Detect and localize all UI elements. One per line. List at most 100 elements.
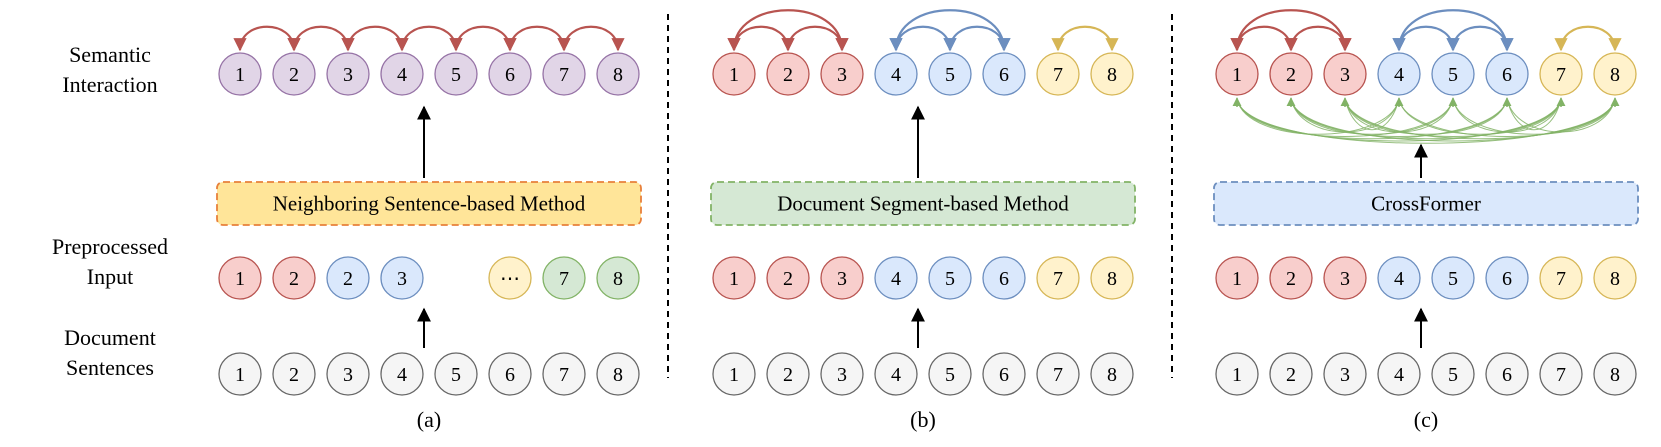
node-circle: [272, 256, 316, 300]
method-box: [216, 181, 642, 226]
document-node: 7: [542, 352, 586, 396]
interaction-arc: [727, 25, 795, 52]
node-circle: [1539, 52, 1583, 96]
node-label: 3: [837, 364, 847, 386]
node-label: 6: [505, 64, 515, 86]
document-node: 1: [712, 352, 756, 396]
document-node: 1: [218, 352, 262, 396]
node-circle: [1090, 52, 1134, 96]
node-circle: [1090, 256, 1134, 300]
node-circle: [326, 352, 370, 396]
interaction-arc: [287, 25, 355, 52]
node-circle: [1323, 352, 1367, 396]
node-circle: [1593, 256, 1637, 300]
panel-caption: (a): [417, 407, 441, 432]
semantic-node: 6: [488, 52, 532, 96]
node-label: 5: [1448, 364, 1458, 386]
node-label: 3: [343, 364, 353, 386]
semantic-node: 8: [1593, 52, 1637, 96]
node-label: 8: [1107, 268, 1117, 290]
document-node: 6: [982, 352, 1026, 396]
document-node: 3: [820, 352, 864, 396]
node-circle: [928, 52, 972, 96]
node-circle: [1377, 52, 1421, 96]
node-label: 5: [945, 64, 955, 86]
node-circle: [1485, 256, 1529, 300]
node-circle: [820, 256, 864, 300]
semantic-node: 3: [326, 52, 370, 96]
interaction-arc: [1392, 25, 1460, 52]
node-circle: [434, 352, 478, 396]
document-node: 7: [1539, 352, 1583, 396]
node-label: 1: [235, 364, 245, 386]
semantic-node: 2: [766, 52, 810, 96]
document-node: 2: [1269, 352, 1313, 396]
semantic-node: 5: [928, 52, 972, 96]
preprocessed-node: 2: [272, 256, 316, 300]
cross-link: [1290, 98, 1616, 142]
row-label-semantic-interaction: Semantic Interaction: [62, 42, 157, 97]
document-node: 6: [488, 352, 532, 396]
node-label: 1: [729, 364, 739, 386]
node-label: 4: [891, 64, 901, 86]
row-label-line: Document: [64, 325, 156, 350]
node-circle: [766, 256, 810, 300]
node-label: 3: [343, 64, 353, 86]
node-circle: [1215, 52, 1259, 96]
node-circle: [1215, 352, 1259, 396]
document-node: 3: [1323, 352, 1367, 396]
interaction-arc: [341, 25, 409, 52]
node-circle: [380, 52, 424, 96]
node-label: 2: [783, 64, 793, 86]
node-label: 6: [1502, 364, 1512, 386]
node-circle: [1036, 352, 1080, 396]
preprocessed-node: 2: [1269, 256, 1313, 300]
node-circle: [218, 52, 262, 96]
node-circle: [874, 352, 918, 396]
node-circle: [1323, 52, 1367, 96]
node-circle: [542, 52, 586, 96]
node-label: 1: [729, 64, 739, 86]
node-label: 8: [1610, 364, 1620, 386]
node-circle: [1431, 256, 1475, 300]
node-circle: [874, 52, 918, 96]
node-circle: [218, 352, 262, 396]
preprocessed-node: 2: [326, 256, 370, 300]
node-label: 7: [1053, 268, 1063, 290]
node-circle: [1323, 256, 1367, 300]
node-circle: [1593, 352, 1637, 396]
node-circle: [712, 256, 756, 300]
interaction-arc: [1230, 9, 1352, 52]
node-label: 2: [289, 364, 299, 386]
node-circle: [1036, 256, 1080, 300]
node-label: 7: [559, 268, 569, 290]
node-label: 2: [783, 268, 793, 290]
node-label: 5: [945, 268, 955, 290]
document-node: 7: [1036, 352, 1080, 396]
interaction-arc: [1392, 9, 1514, 52]
panel-caption: (c): [1414, 407, 1438, 432]
node-label: 5: [1448, 64, 1458, 86]
interaction-arc: [781, 25, 849, 52]
node-label: 6: [999, 64, 1009, 86]
method-box: [1213, 181, 1639, 226]
interaction-arc: [1284, 25, 1352, 52]
node-label: 3: [1340, 364, 1350, 386]
node-label: 8: [1610, 268, 1620, 290]
node-label: 1: [1232, 64, 1242, 86]
semantic-node: 8: [1090, 52, 1134, 96]
node-label: 8: [1610, 64, 1620, 86]
node-label: 7: [1053, 64, 1063, 86]
node-label: 8: [613, 64, 623, 86]
semantic-node: 7: [1036, 52, 1080, 96]
node-label: 1: [1232, 268, 1242, 290]
node-label: 8: [613, 268, 623, 290]
preprocessed-node: 4: [874, 256, 918, 300]
semantic-node: 5: [1431, 52, 1475, 96]
document-node: 4: [1377, 352, 1421, 396]
node-circle: [380, 352, 424, 396]
semantic-node: 4: [1377, 52, 1421, 96]
